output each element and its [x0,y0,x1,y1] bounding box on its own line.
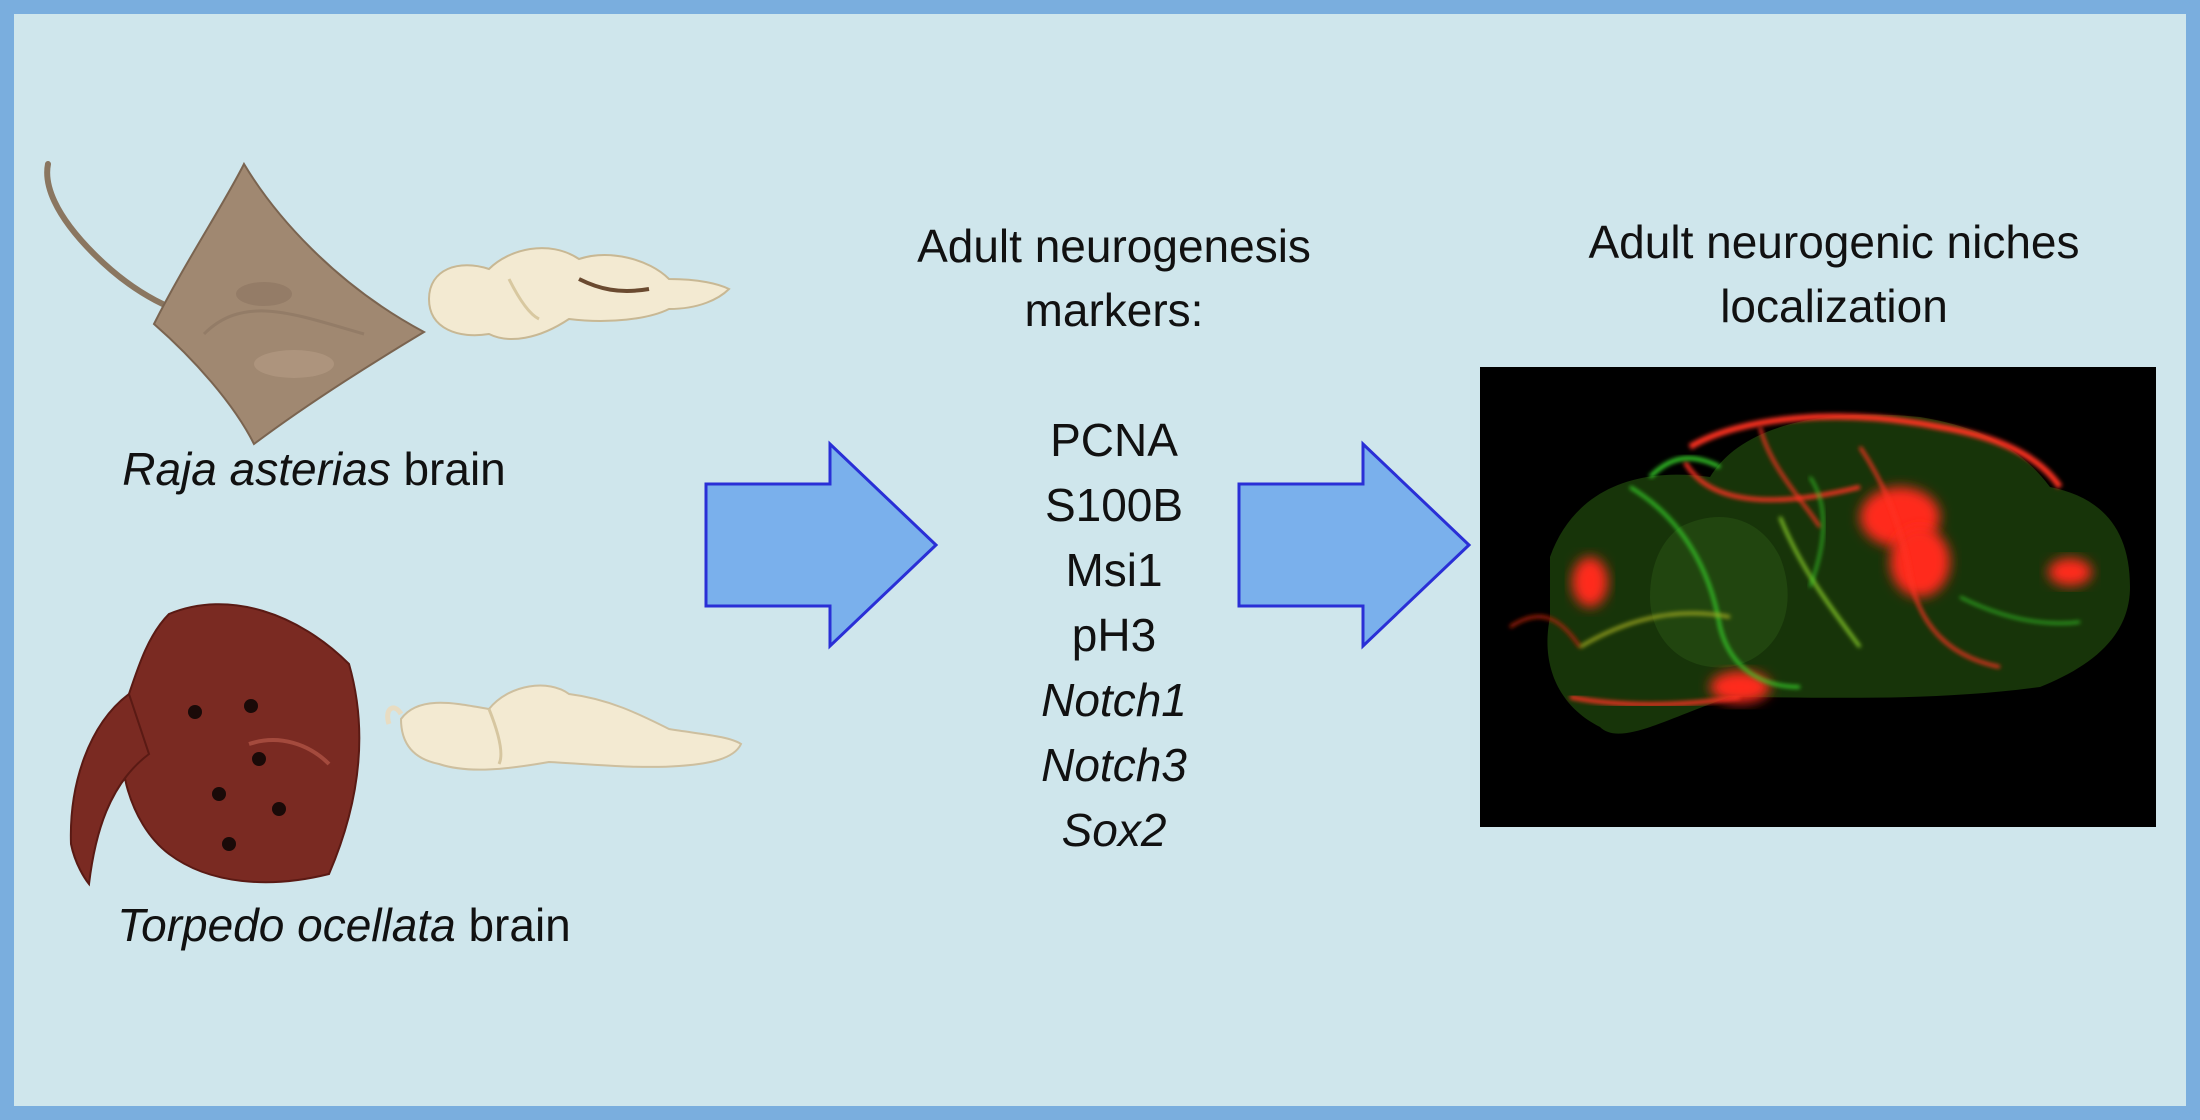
raja-genus: Raja asterias [122,443,391,495]
markers-heading-line-2: markers: [1024,284,1204,336]
raja-suffix: brain [390,443,506,495]
marker-s100b: S100B [1044,479,1184,531]
raja-brain-photo [427,247,731,340]
raja-asterias-photo [44,161,427,446]
markers-heading: Adult neurogenesis markers: [874,214,1354,342]
marker-notch1: Notch1 [1041,674,1187,726]
marker-sox2: Sox2 [1061,804,1167,856]
niches-heading-line-1: Adult neurogenic niches [1588,216,2080,268]
torpedo-genus: Torpedo ocellata [117,899,456,951]
right-arrow-2 [1237,440,1472,650]
marker-notch3: Notch3 [1041,739,1187,791]
torpedo-brain-photo [385,684,743,771]
torpedo-ocellata-photo [69,603,361,887]
niches-heading-line-2: localization [1720,280,1948,332]
markers-list: PCNA S100B Msi1 pH3 Notch1 Notch3 Sox2 [974,408,1254,863]
marker-msi1: Msi1 [1065,544,1163,596]
marker-pcna: PCNA [1050,414,1178,466]
niches-heading: Adult neurogenic niches localization [1514,210,2154,338]
fluorescence-brain-image [1480,367,2156,827]
marker-ph3: pH3 [1071,609,1157,661]
raja-caption: Raja asterias brain [114,442,514,496]
figure-panel: Raja asterias brain Torpedo ocellata bra… [14,14,2186,1106]
torpedo-caption: Torpedo ocellata brain [114,898,574,952]
markers-heading-line-1: Adult neurogenesis [917,220,1311,272]
torpedo-suffix: brain [455,899,571,951]
right-arrow-1 [704,440,939,650]
